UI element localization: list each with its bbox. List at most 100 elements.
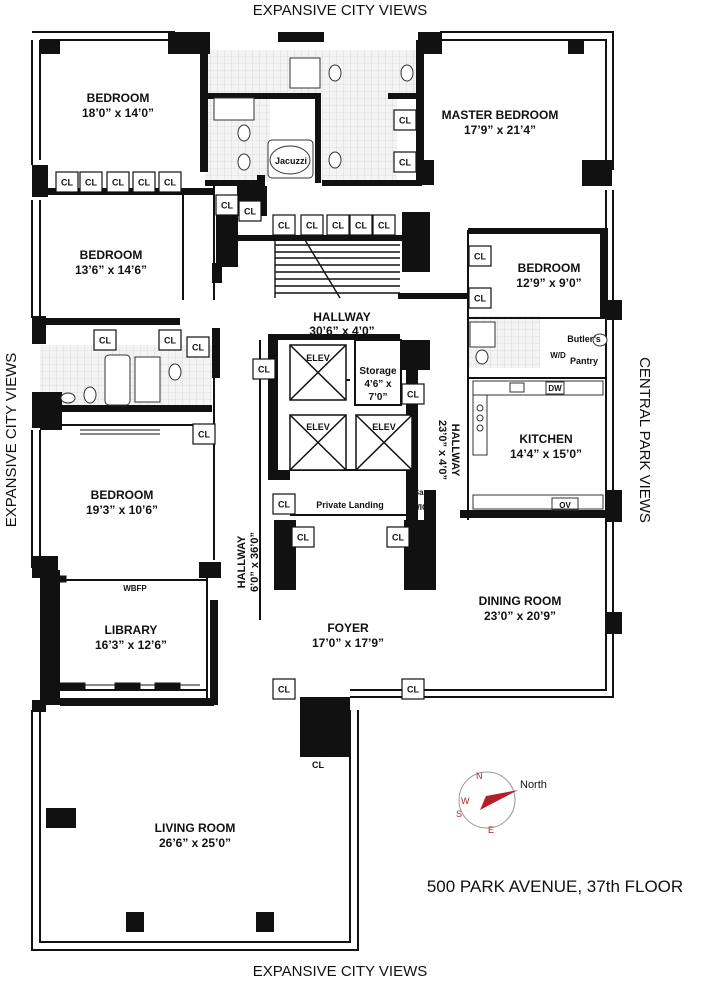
compass-w: W [461, 796, 470, 806]
address: 500 PARK AVENUE, 37th FLOOR [427, 877, 683, 896]
closet-box [93, 329, 117, 351]
closet-box [272, 493, 296, 515]
closet-label: CL [278, 500, 290, 510]
bar-label: Bar [413, 488, 426, 497]
elevator-2-label: ELEV [306, 422, 330, 432]
jacuzzi-label: Jacuzzi [275, 156, 307, 166]
closet-label: CL [112, 178, 124, 188]
master-dims: 17’9” x 21’4” [464, 123, 536, 137]
closets: CL CL CL CL CL CL CL CL CL CL CL CL CL CL CL CL CL CL CL CL… [55, 109, 492, 700]
closet-label: CL [297, 533, 309, 543]
butlers-pantry-label-1: Butler’s [567, 334, 601, 344]
storage-room [354, 339, 402, 406]
compass-n: N [476, 771, 483, 781]
closet-label: CL [138, 178, 150, 188]
storage-name: Storage [359, 366, 397, 377]
compass-s: S [456, 809, 462, 819]
closet-box [393, 109, 417, 131]
dining-dims: 23’0” x 20’9” [484, 609, 556, 623]
compass-arrow-icon [480, 790, 518, 810]
closet-label: CL [355, 221, 367, 231]
closet-label: CL [407, 390, 419, 400]
closet-label: CL [474, 294, 486, 304]
closet-label: CL [306, 221, 318, 231]
dining-name: DINING ROOM [479, 594, 562, 608]
closet-label: CL [244, 207, 256, 217]
foyer-name: FOYER [327, 621, 369, 635]
living-dims: 26’6” x 25’0” [159, 836, 231, 850]
closet-box [349, 214, 373, 236]
closet-label: CL [99, 336, 111, 346]
closet-box [252, 358, 276, 380]
closet-box [55, 171, 79, 193]
private-landing-label: Private Landing [316, 500, 384, 510]
av-closet-label-2: CL [312, 760, 324, 770]
kitchen-name: KITCHEN [519, 432, 572, 446]
closet-label: CL [378, 221, 390, 231]
closet-label: CL [198, 430, 210, 440]
closet-box [272, 678, 296, 700]
butlers-pantry-label-2: Pantry [570, 356, 598, 366]
av-closet-label-1: A/V [310, 748, 325, 758]
living-name: LIVING ROOM [155, 821, 236, 835]
bedroom2-name: BEDROOM [80, 248, 143, 262]
closet-box [468, 287, 492, 309]
bedroom2-dims: 13’6” x 14’6” [75, 263, 147, 277]
closet-label: CL [221, 201, 233, 211]
closet-label: CL [399, 116, 411, 126]
closet-box [401, 678, 425, 700]
stairway [274, 239, 400, 299]
bedroom4-name: BEDROOM [91, 488, 154, 502]
closet-box [272, 214, 296, 236]
washer-dryer-label: W/D [550, 351, 566, 360]
closet-label: CL [474, 252, 486, 262]
compass-e: E [488, 825, 494, 835]
closet-label: CL [258, 365, 270, 375]
hallway3-name: HALLWAY [236, 535, 248, 588]
hallway2-dims: 23’0” x 4’0” [436, 420, 448, 480]
storage-dims1: 4’6” x [364, 379, 392, 390]
closet-label: CL [85, 178, 97, 188]
closet-label: CL [61, 178, 73, 188]
kitchen-counters [472, 380, 604, 511]
closet-box [300, 214, 324, 236]
closet-label: CL [164, 178, 176, 188]
closet-box [238, 200, 262, 222]
elevator-3-label: ELEV [372, 422, 396, 432]
hallway1-dims: 30’6” x 4’0” [309, 324, 374, 338]
closet-box [468, 245, 492, 267]
library-name: LIBRARY [105, 623, 158, 637]
compass-north: North [520, 779, 547, 791]
closet-box [393, 151, 417, 173]
closet-label: CL [407, 685, 419, 695]
library-dims: 16’3” x 12’6” [95, 638, 167, 652]
hallway3-dims: 6’0” x 36’0” [249, 532, 261, 592]
wbfp-label: WBFP [123, 584, 147, 593]
compass: North N S W E [456, 771, 547, 835]
bath-fixtures [60, 57, 608, 406]
room-labels: BEDROOM 18’0” x 14’0” MASTER BEDROOM 17’… [75, 91, 582, 850]
view-left: EXPANSIVE CITY VIEWS [3, 353, 20, 528]
bedroom3-name: BEDROOM [518, 261, 581, 275]
kitchen-dims: 14’4” x 15’0” [510, 447, 582, 461]
oven-label: OV [559, 501, 571, 510]
storage-dims2: 7’0” [369, 392, 388, 403]
closet-box [386, 526, 410, 548]
closet-box [372, 214, 396, 236]
windows [59, 429, 200, 691]
closet-box [158, 171, 182, 193]
closet-label: CL [332, 221, 344, 231]
closet-box [192, 423, 216, 445]
foyer-dims: 17’0” x 17’9” [312, 636, 384, 650]
fixture-labels: Jacuzzi ELEV ELEV ELEV Private Landing B… [123, 156, 601, 770]
closet-box [158, 329, 182, 351]
closet-box [106, 171, 130, 193]
bedroom1-name: BEDROOM [87, 91, 150, 105]
view-bottom: EXPANSIVE CITY VIEWS [253, 963, 428, 980]
closet-box [326, 214, 350, 236]
closet-label: CL [164, 336, 176, 346]
wic-label: WIC [412, 503, 428, 512]
closet-box [401, 383, 425, 405]
closet-label: CL [278, 221, 290, 231]
closet-label: CL [392, 533, 404, 543]
